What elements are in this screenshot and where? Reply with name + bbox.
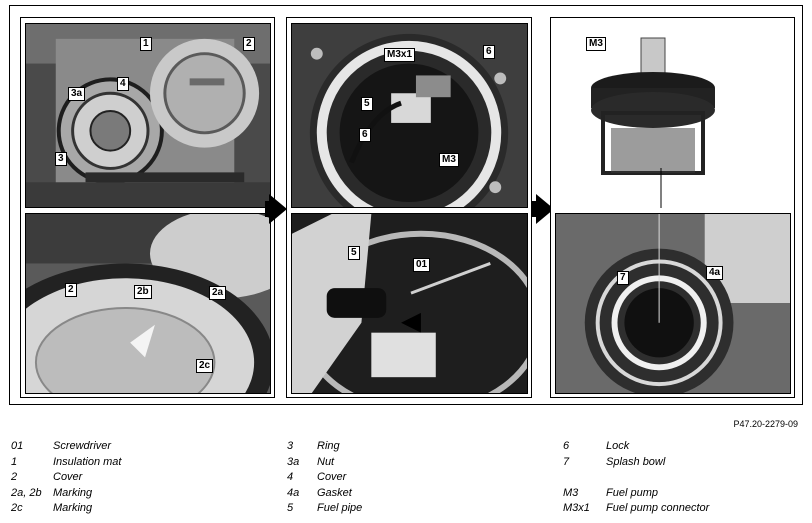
legend-row: 2a, 2b Marking <box>11 486 271 502</box>
legend-text: Splash bowl <box>606 455 666 468</box>
callout-label: 2 <box>65 283 77 297</box>
legend-code: 4a <box>287 486 300 499</box>
legend-text: Nut <box>317 455 335 468</box>
legend-code: 2c <box>11 502 23 514</box>
step-arrow-right-icon <box>536 194 554 224</box>
callout-label: 5 <box>361 97 373 111</box>
photo-cover-markings <box>25 213 271 394</box>
legend-text: Cover <box>317 471 347 483</box>
figure-frame: 1 2 3a 4 3 2 2b 2a 2c <box>9 5 803 405</box>
callout-label: 2 <box>243 37 255 51</box>
legend-row: 3a Nut <box>287 455 547 471</box>
legend-row: 3 Ring <box>287 439 547 455</box>
photo-fuel-pump-connector <box>291 23 528 208</box>
callout-label: M3 <box>586 37 606 51</box>
photo-disconnect-fuel-pipe <box>291 213 528 394</box>
legend-code: 6 <box>563 440 570 452</box>
legend-code: 7 <box>563 455 570 468</box>
callout-label: 4 <box>117 77 129 91</box>
legend-text: Ring <box>317 440 340 452</box>
step-panel-3: M3 7 4a <box>550 17 795 398</box>
legend-row: 1 Insulation mat <box>11 455 271 471</box>
legend-code: 2 <box>11 471 18 483</box>
legend-row: 2 Cover <box>11 470 271 486</box>
legend-row: M3 Fuel pump <box>563 486 803 502</box>
callout-label: 5 <box>348 246 360 260</box>
photo-splash-bowl-gasket <box>555 213 791 394</box>
legend-row: 5 Fuel pipe <box>287 501 547 517</box>
callout-label: 2a <box>209 286 227 300</box>
legend-code: 3 <box>287 440 294 452</box>
legend-text: Insulation mat <box>53 455 122 468</box>
legend-code: 01 <box>11 440 24 452</box>
legend-column-3: 6 Lock 7 Splash bowl M3 Fuel pump M3x1 Fuel … <box>563 439 803 517</box>
callout-label: M3 <box>439 153 459 167</box>
figure-reference: P47.20-2279-09 <box>733 419 798 429</box>
legend-row: 2c Marking <box>11 501 271 517</box>
legend-row: 4a Gasket <box>287 486 547 502</box>
legend-row: 6 Lock <box>563 439 803 455</box>
photo-insulation-mat-cover <box>25 23 271 208</box>
step-arrow-stem <box>265 201 271 217</box>
legend-text: Marking <box>53 502 93 514</box>
legend-text: Fuel pump <box>606 486 658 499</box>
legend-row: 4 Cover <box>287 470 547 486</box>
legend-code: M3 <box>563 486 579 499</box>
legend-text: Gasket <box>317 486 352 499</box>
step-arrow-stem <box>532 201 538 217</box>
legend-text: Fuel pipe <box>317 502 363 514</box>
legend-text: Screwdriver <box>53 440 112 452</box>
legend-text: Cover <box>53 471 83 483</box>
callout-label: 4a <box>706 266 724 280</box>
legend-text: Marking <box>53 486 93 499</box>
step-arrow-right-icon <box>269 194 287 224</box>
legend-code: M3x1 <box>563 502 590 514</box>
callout-label: M3x1 <box>384 48 416 62</box>
legend-text: Lock <box>606 440 630 452</box>
legend-code: 3a <box>287 455 300 468</box>
legend-code: 2a, 2b <box>11 486 42 499</box>
callout-label: 3 <box>55 152 67 166</box>
callout-label: 1 <box>140 37 152 51</box>
step-panel-1: 1 2 3a 4 3 2 2b 2a 2c <box>20 17 275 398</box>
legend-row <box>563 470 803 486</box>
callout-label: 01 <box>413 258 431 272</box>
callout-label: 7 <box>617 271 629 285</box>
legend-code: 1 <box>11 455 18 468</box>
step-panel-2: M3x1 6 5 6 M3 5 01 <box>286 17 532 398</box>
callout-label: 6 <box>483 45 495 59</box>
legend-code: 4 <box>287 471 294 483</box>
callout-label: 6 <box>359 128 371 142</box>
legend-text: Fuel pump connector <box>606 502 710 514</box>
callout-label: 2c <box>196 359 214 373</box>
callout-label: 2b <box>134 285 152 299</box>
callout-label: 3a <box>68 87 86 101</box>
legend-row: 7 Splash bowl <box>563 455 803 471</box>
legend-column-2: 3 Ring 3a Nut 4 Cover 4a Gasket 5 Fuel pipe <box>287 439 547 517</box>
legend-code: 5 <box>287 502 294 514</box>
legend-column-1: 01 Screwdriver 1 Insulation mat 2 Cover 2a,… <box>11 439 271 517</box>
legend-row: 01 Screwdriver <box>11 439 271 455</box>
legend-row: M3x1 Fuel pump connector <box>563 501 803 517</box>
